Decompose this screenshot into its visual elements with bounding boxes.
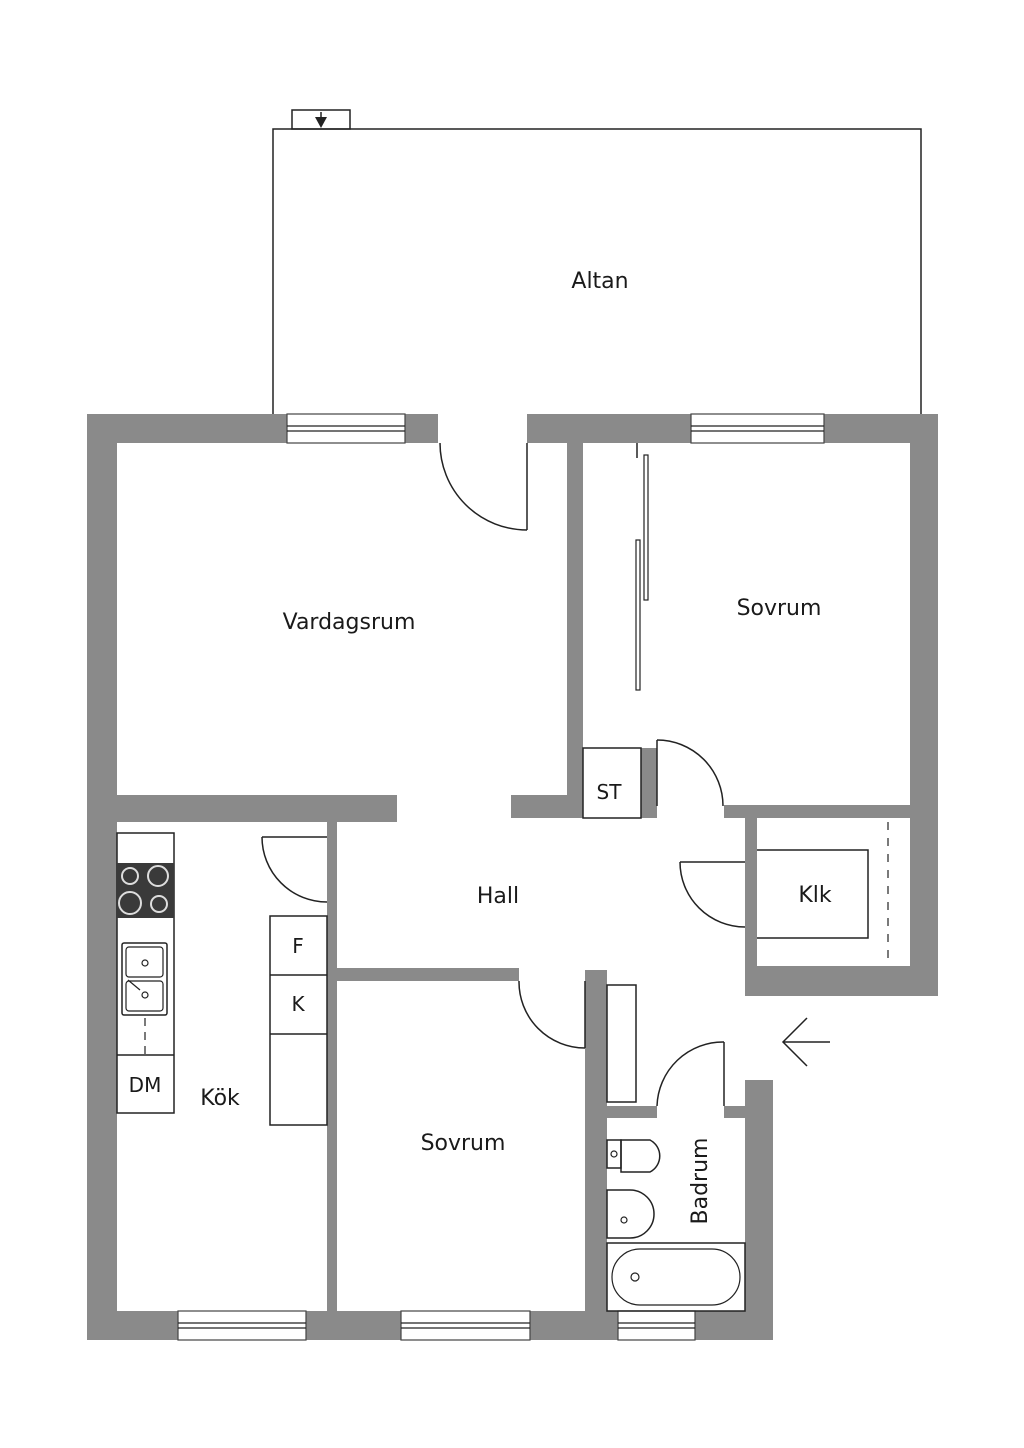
windows (177, 413, 825, 1341)
label-freezer: K (291, 992, 305, 1016)
label-hall: Hall (477, 884, 519, 909)
room-labels: Altan Vardagsrum Sovrum ST Hall Klk Kök … (200, 269, 832, 1224)
label-fridge: F (292, 934, 304, 958)
storage-st (582, 747, 642, 819)
sliding-wardrobe (635, 443, 649, 691)
window-badrum (617, 1310, 696, 1341)
washbasin (606, 1189, 655, 1239)
fixture-labels: F K DM (129, 934, 306, 1097)
label-vardagsrum: Vardagsrum (283, 610, 416, 635)
balcony-access-arrow-icon (315, 112, 327, 128)
door-balcony (439, 442, 528, 531)
door-klk (679, 861, 746, 928)
label-badrum: Badrum (688, 1138, 713, 1225)
label-sovrum-1: Sovrum (737, 596, 822, 621)
kitchen-counter (116, 832, 175, 1114)
hall-wardrobe (606, 984, 637, 1103)
doors (261, 442, 746, 1107)
window-sovrum-2 (400, 1310, 531, 1341)
bathroom-fixtures (606, 1139, 746, 1312)
sink (121, 942, 168, 1055)
label-klk: Klk (798, 883, 832, 908)
label-dishwasher: DM (129, 1073, 162, 1097)
balcony (272, 109, 922, 414)
label-sovrum-2: Sovrum (421, 1131, 506, 1156)
door-sovrum-1 (656, 739, 724, 807)
label-st: ST (597, 780, 623, 804)
closet-klk-shelf (757, 822, 889, 966)
label-altan: Altan (571, 269, 628, 294)
toilet (606, 1139, 661, 1173)
stove (117, 863, 174, 918)
window-kok (177, 1310, 307, 1341)
door-kok (261, 836, 328, 903)
fridge-freezer-unit (269, 915, 328, 1126)
door-sovrum-2 (518, 980, 586, 1049)
bathtub (606, 1242, 746, 1312)
label-kok: Kök (200, 1086, 240, 1111)
walls (87, 414, 938, 1340)
entrance-arrow-icon (781, 1017, 830, 1067)
door-badrum (656, 1041, 725, 1107)
window-vardagsrum (286, 413, 406, 444)
window-sovrum-1 (690, 413, 825, 444)
